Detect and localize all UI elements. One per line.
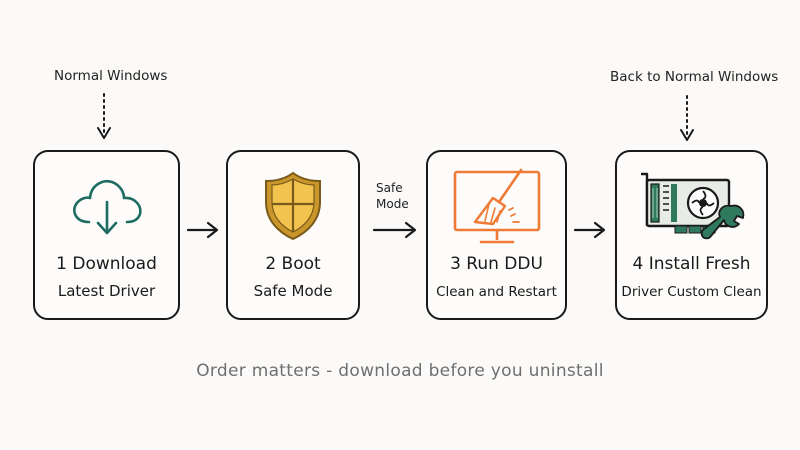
step-1-subtitle: Latest Driver — [57, 282, 156, 300]
dotted-arrow-down-2 — [680, 95, 694, 141]
label-back-to-normal: Back to Normal Windows — [610, 69, 779, 85]
footer-note: Order matters - download before you unin… — [196, 361, 604, 381]
step-1-title: 1 Download — [56, 254, 157, 274]
step-3-subtitle: Clean and Restart — [436, 284, 557, 300]
label-normal-windows: Normal Windows — [54, 68, 168, 84]
step-3-title: 3 Run DDU — [450, 254, 543, 274]
step-run-ddu: 3 Run DDU Clean and Restart — [426, 150, 567, 320]
gpu-wrench-icon — [640, 172, 744, 240]
dotted-arrow-down-1 — [97, 93, 111, 139]
edge-label-safe-mode: Safe Mode — [376, 181, 409, 211]
arrow-2-to-3 — [372, 221, 417, 239]
step-4-subtitle: Driver Custom Clean — [621, 284, 762, 300]
shield-icon — [265, 171, 321, 241]
step-2-subtitle: Safe Mode — [253, 282, 333, 300]
monitor-broom-icon — [453, 168, 540, 244]
cloud-download-icon — [72, 179, 142, 235]
step-boot-safe-mode: 2 Boot Safe Mode — [226, 150, 360, 320]
step-download: 1 Download Latest Driver — [33, 150, 180, 320]
arrow-1-to-2 — [186, 221, 219, 239]
step-install-fresh: 4 Install Fresh Driver Custom Clean — [615, 150, 768, 320]
step-4-title: 4 Install Fresh — [632, 254, 751, 274]
arrow-3-to-4 — [573, 221, 606, 239]
step-2-title: 2 Boot — [265, 254, 321, 274]
